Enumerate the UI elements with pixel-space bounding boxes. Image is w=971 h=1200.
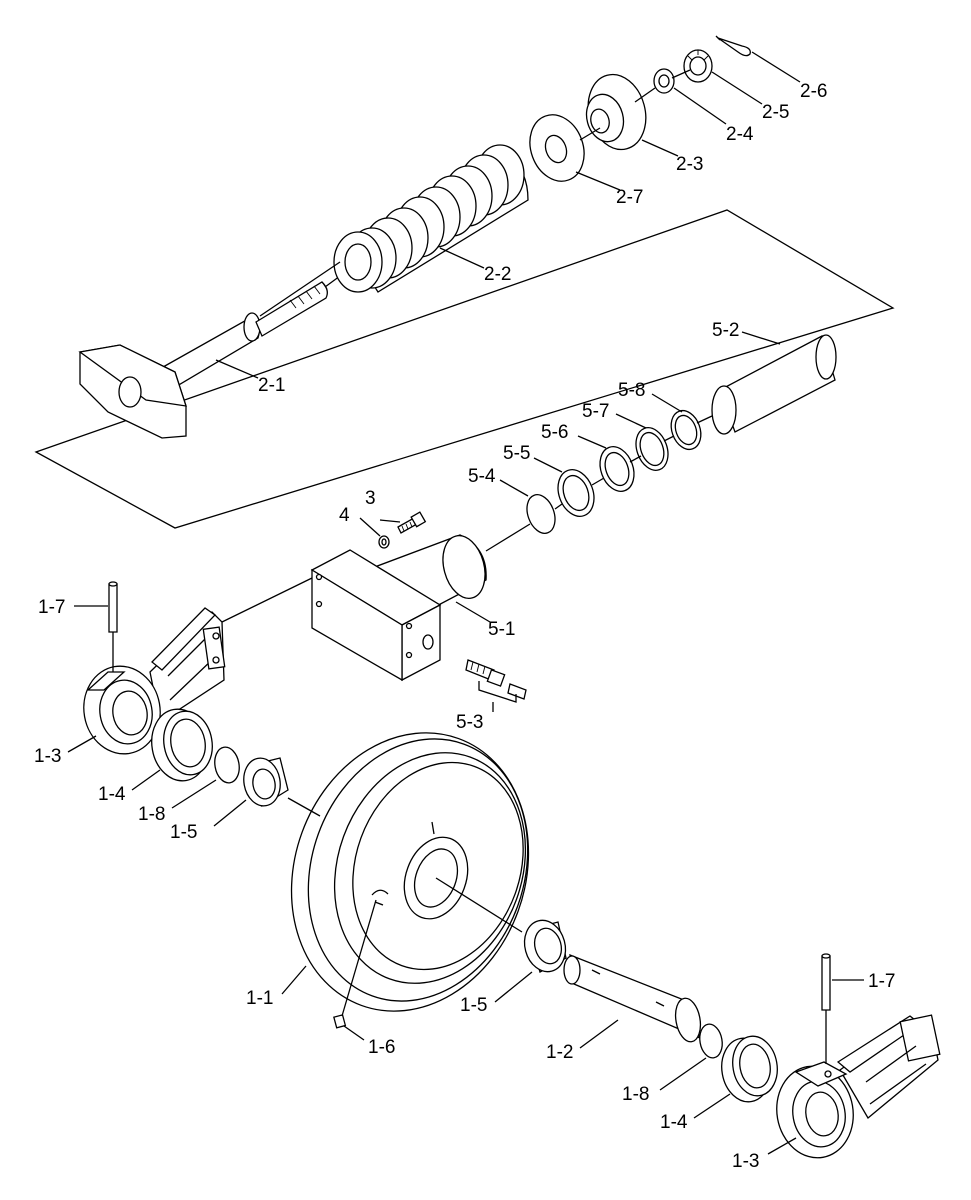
part-2-6-split-pin — [715, 35, 751, 57]
spring-group-outline — [34, 209, 895, 529]
part-2-5-castle-nut — [683, 49, 713, 83]
label-1-7-top: 1-7 — [38, 597, 65, 618]
part-1-4-seal-bottom — [721, 1035, 778, 1103]
label-1-5-top: 1-5 — [170, 822, 197, 843]
part-1-3-bracket-top — [83, 607, 226, 755]
part-1-3-bracket-bottom — [776, 1014, 941, 1159]
part-3-bolt — [397, 511, 427, 534]
part-1-5-bushing-bottom — [523, 919, 567, 973]
label-4: 4 — [339, 505, 350, 526]
label-5-4: 5-4 — [468, 466, 496, 487]
part-5-3-grease-valve — [465, 659, 527, 703]
label-1-4-top: 1-4 — [98, 784, 126, 805]
part-2-1-tension-rod — [78, 275, 341, 439]
label-5-1: 5-1 — [488, 619, 515, 640]
part-1-7-pin-bottom — [821, 953, 831, 1011]
part-5-7-ring — [635, 427, 669, 471]
part-1-5-bushing-top — [243, 757, 289, 808]
label-2-3: 2-3 — [676, 154, 703, 175]
part-5-4-o-ring — [526, 494, 556, 534]
label-1-3-top: 1-3 — [34, 746, 61, 767]
part-2-7-washer — [529, 114, 585, 182]
label-2-2: 2-2 — [484, 264, 511, 285]
part-1-8-o-ring-top — [214, 746, 240, 784]
label-5-8: 5-8 — [618, 380, 645, 401]
part-5-8-snap-ring — [670, 409, 702, 451]
part-5-2-cylinder — [711, 334, 837, 435]
label-5-3: 5-3 — [456, 712, 483, 733]
label-1-1: 1-1 — [246, 988, 273, 1009]
label-5-5: 5-5 — [503, 443, 530, 464]
label-1-8-bottom: 1-8 — [622, 1084, 649, 1105]
label-2-5: 2-5 — [762, 102, 789, 123]
part-5-1-cylinder-block — [310, 534, 487, 682]
label-5-6: 5-6 — [541, 422, 568, 443]
label-1-6: 1-6 — [368, 1037, 395, 1058]
label-1-3-bottom: 1-3 — [732, 1151, 759, 1172]
part-2-2-recoil-spring — [333, 144, 529, 293]
part-5-5-ring — [557, 469, 595, 517]
part-1-1-idler-wheel — [290, 732, 530, 1012]
label-1-7-bottom: 1-7 — [868, 971, 895, 992]
label-5-7: 5-7 — [582, 401, 609, 422]
label-1-4-bottom: 1-4 — [660, 1112, 688, 1133]
label-2-4: 2-4 — [726, 124, 754, 145]
label-3: 3 — [365, 488, 376, 509]
label-1-5-bottom: 1-5 — [460, 995, 487, 1016]
part-4-washer — [378, 535, 390, 549]
part-2-4-nut — [653, 68, 675, 94]
part-1-7-pin-top — [108, 581, 118, 633]
assembly-centerlines — [112, 69, 827, 1064]
label-2-1: 2-1 — [258, 375, 285, 396]
part-1-8-o-ring-bottom — [699, 1023, 723, 1059]
leader-lines — [67, 51, 864, 1155]
label-2-7: 2-7 — [616, 187, 643, 208]
part-1-6-plug — [333, 1014, 347, 1029]
label-1-8-top: 1-8 — [138, 804, 165, 825]
part-5-6-ring — [599, 446, 635, 492]
part-number-labels: 2-6 2-5 2-4 2-3 2-7 2-2 2-1 5-2 5-8 5-7 … — [34, 81, 895, 1172]
label-1-2: 1-2 — [546, 1042, 573, 1063]
label-5-2: 5-2 — [712, 320, 739, 341]
part-1-2-shaft — [563, 953, 702, 1043]
part-2-3-retainer — [585, 73, 647, 151]
label-2-6: 2-6 — [800, 81, 827, 102]
part-1-4-seal-top — [151, 708, 213, 782]
